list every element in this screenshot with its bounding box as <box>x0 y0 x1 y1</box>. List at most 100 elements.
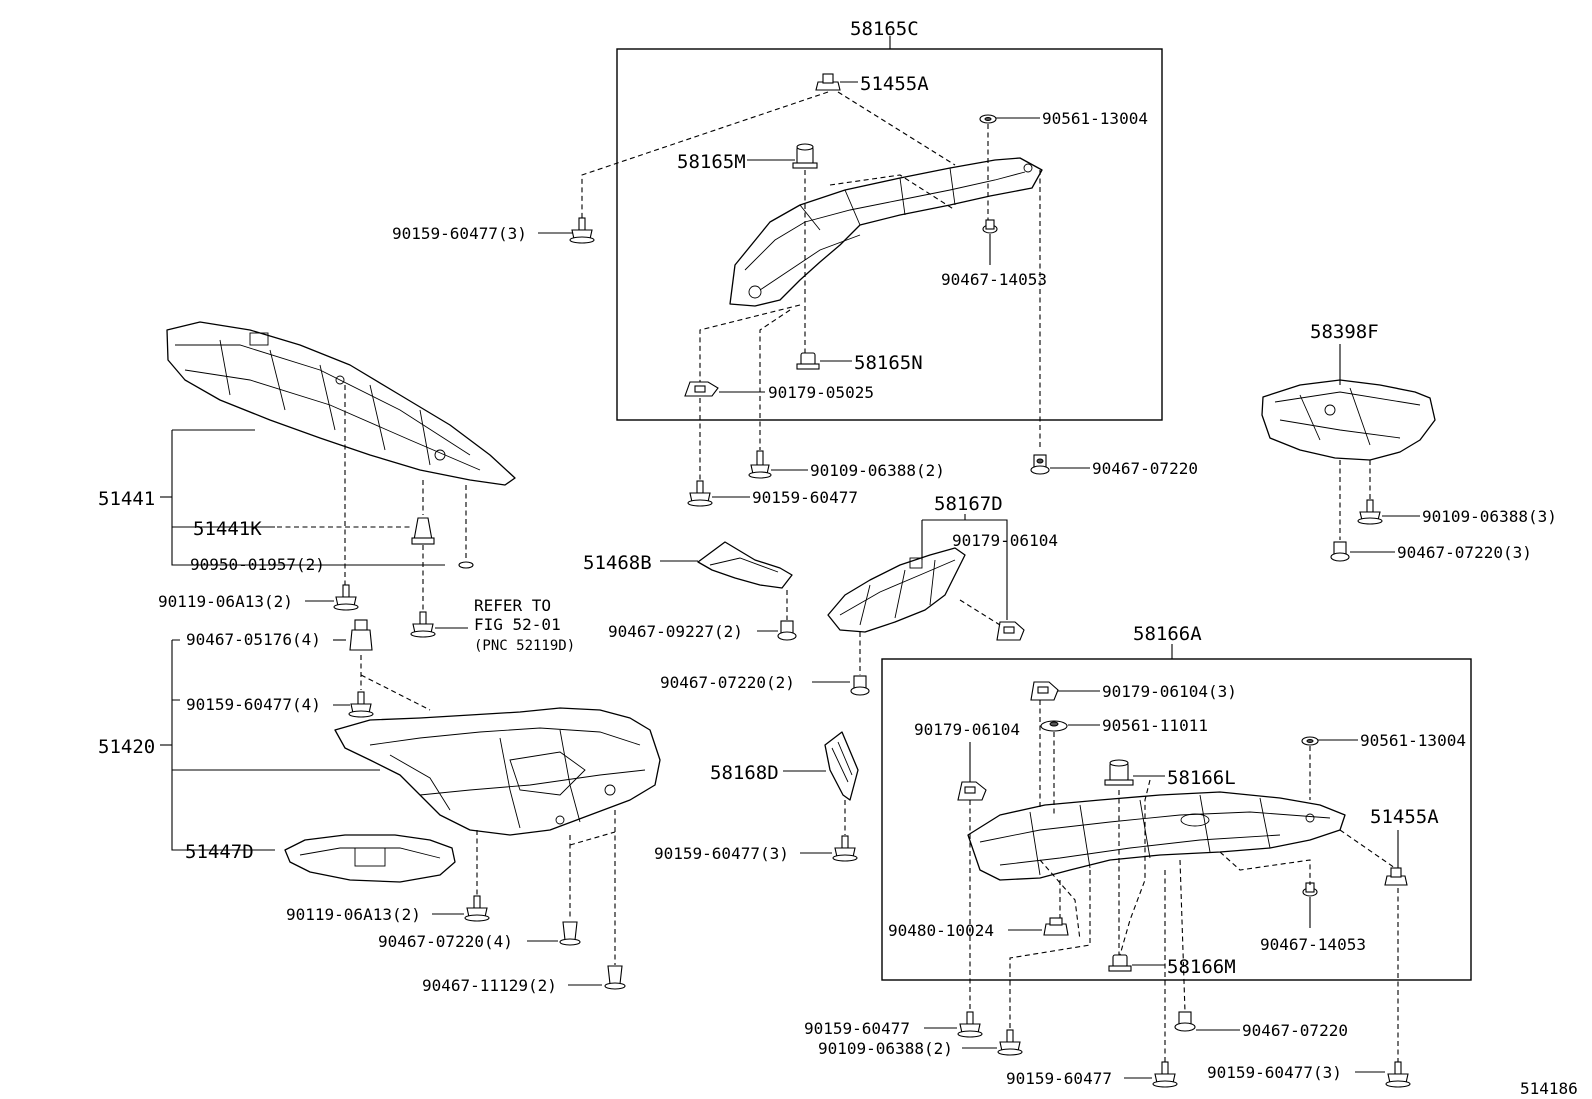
cap-58165n <box>796 352 820 370</box>
group-label-58165c: 58165C <box>850 18 919 40</box>
label-90119-06a13-bottom: 90119-06A13(2) <box>286 905 421 924</box>
nut-90179-06104-mid <box>996 621 1025 641</box>
bolt-90109-06388-3 <box>1357 499 1383 525</box>
label-90480-10024: 90480-10024 <box>888 921 994 940</box>
clip-51455a-top <box>815 73 841 91</box>
nut-90467-14053-top <box>982 219 998 234</box>
label-90467-07220-3: 90467-07220(3) <box>1397 543 1532 562</box>
label-90109-06388-2-top: 90109-06388(2) <box>810 461 945 480</box>
group-frame-58166a <box>881 658 1472 981</box>
bolt-90109-06388-b <box>997 1029 1023 1056</box>
nut-90467-07220-3 <box>1330 541 1350 562</box>
label-90179-05025: 90179-05025 <box>768 383 874 402</box>
cover-58398f-part <box>1261 379 1436 461</box>
nut-90467-07220-a <box>1030 454 1050 475</box>
bolt-refer-52119d <box>410 611 436 638</box>
bolt-90159-60477-4 <box>348 691 374 718</box>
label-90109-06388-3: 90109-06388(3) <box>1422 507 1557 526</box>
cap-58166l <box>1104 759 1134 786</box>
engine-undercover-rh-part <box>729 157 1043 307</box>
label-90561-11011: 90561-11011 <box>1102 716 1208 735</box>
label-90561-13004-bottom: 90561-13004 <box>1360 731 1466 750</box>
label-90159-60477-3-top: 90159-60477(3) <box>392 224 527 243</box>
nut-90179-06104-3 <box>1030 681 1059 701</box>
clip-90467-07220-4 <box>559 921 581 946</box>
label-51455a-bottom: 51455A <box>1370 806 1439 828</box>
label-90950-01957: 90950-01957(2) <box>190 555 325 574</box>
clip-51441k <box>411 517 435 545</box>
washer-90561-11011 <box>1040 720 1068 732</box>
label-90179-06104-3: 90179-06104(3) <box>1102 682 1237 701</box>
cover-58167d-part <box>827 547 966 633</box>
label-90179-06104-mid: 90179-06104 <box>952 531 1058 550</box>
label-58165m: 58165M <box>677 151 746 173</box>
label-90159-60477-4: 90159-60477(4) <box>186 695 321 714</box>
washer-90561-13004-bottom <box>1301 736 1319 746</box>
nut-90467-07220-2-mid <box>850 675 870 696</box>
label-90179-06104-bottom: 90179-06104 <box>914 720 1020 739</box>
nut-90467-09227 <box>777 620 797 641</box>
label-90467-07220-top: 90467-07220 <box>1092 459 1198 478</box>
cover-51447d-part <box>284 834 456 883</box>
label-refer-to: REFER TO <box>474 596 551 615</box>
nut-90179-06104-bottom <box>957 781 987 801</box>
bolt-90119-06a13-a <box>333 584 359 611</box>
clip-90467-11129 <box>604 965 626 990</box>
label-58167d: 58167D <box>934 493 1003 515</box>
nut-90467-05176 <box>349 619 373 651</box>
bolt-90109-06388-a <box>748 450 772 479</box>
nut-90467-14053-bottom <box>1302 882 1318 897</box>
bolt-90119-06a13-b <box>464 895 490 922</box>
undercover-51441-part <box>166 321 516 486</box>
label-90467-14053-top: 90467-14053 <box>941 270 1047 289</box>
washer-90561-top <box>979 114 997 124</box>
label-51468b: 51468B <box>583 552 652 574</box>
illustration-reference-number: 514186 <box>1520 1079 1578 1098</box>
label-58166l: 58166L <box>1167 767 1236 789</box>
label-51455a-top: 51455A <box>860 73 929 95</box>
bolt-90159-60477-3c <box>1385 1061 1411 1088</box>
cover-51468b-part <box>697 541 793 589</box>
label-51447d: 51447D <box>185 841 254 863</box>
label-51441: 51441 <box>98 488 155 510</box>
nut-90480-10024 <box>1043 917 1069 936</box>
undercover-58166a-part <box>967 791 1346 881</box>
label-90467-07220-4: 90467-07220(4) <box>378 932 513 951</box>
label-90467-14053-bottom: 90467-14053 <box>1260 935 1366 954</box>
group-label-58166a: 58166A <box>1133 623 1202 645</box>
label-58165n: 58165N <box>854 352 923 374</box>
plug-90950-01957 <box>458 561 474 569</box>
bolt-90159-60477-b <box>957 1011 983 1038</box>
nut-90179-05025 <box>684 381 719 397</box>
label-58168d: 58168D <box>710 762 779 784</box>
label-refer-fig: FIG 52-01 <box>474 615 561 634</box>
cap-58166m <box>1108 954 1132 972</box>
label-90159-60477-bottom-a: 90159-60477 <box>804 1019 910 1038</box>
clip-51455a-bottom <box>1384 867 1408 886</box>
label-58166m: 58166M <box>1167 956 1236 978</box>
bolt-90159-60477-3-mid <box>832 835 858 862</box>
label-90159-60477-bottom-b: 90159-60477 <box>1006 1069 1112 1088</box>
label-refer-pnc: (PNC 52119D) <box>474 638 575 654</box>
label-90159-60477-top: 90159-60477 <box>752 488 858 507</box>
bolt-90159-60477-3-top <box>569 217 595 244</box>
nut-90467-07220-b <box>1174 1011 1196 1032</box>
label-90561-13004-top: 90561-13004 <box>1042 109 1148 128</box>
label-58398f: 58398F <box>1310 321 1379 343</box>
label-51420: 51420 <box>98 736 155 758</box>
bolt-90159-60477-c <box>1152 1061 1178 1088</box>
label-51441k: 51441K <box>193 518 262 540</box>
seal-58168d-part <box>824 731 859 801</box>
label-90159-60477-3-bottom: 90159-60477(3) <box>1207 1063 1342 1082</box>
label-90467-05176: 90467-05176(4) <box>186 630 321 649</box>
label-90467-11129: 90467-11129(2) <box>422 976 557 995</box>
label-90109-06388-2-bottom: 90109-06388(2) <box>818 1039 953 1058</box>
label-90159-60477-3-mid: 90159-60477(3) <box>654 844 789 863</box>
label-90467-09227: 90467-09227(2) <box>608 622 743 641</box>
undercover-51420-part <box>334 707 661 836</box>
label-90119-06a13-top: 90119-06A13(2) <box>158 592 293 611</box>
cap-58165m <box>792 143 818 169</box>
bolt-90159-60477-a <box>687 480 713 507</box>
label-90467-07220-2-mid: 90467-07220(2) <box>660 673 795 692</box>
